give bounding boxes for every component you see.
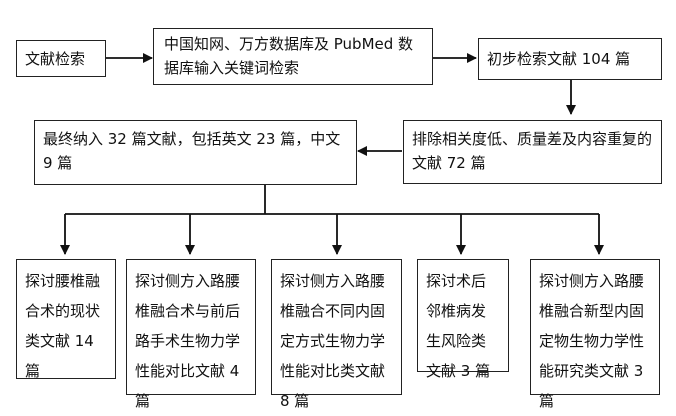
connector-arrows [60,53,604,255]
step-final: 最终纳入 32 篇文献，包括英文 23 篇，中文 9 篇 [34,120,357,185]
category-box-5: 探讨侧方入路腰椎融合新型内固定物生物力学性能研究类文献 3 篇 [530,259,660,410]
step-search: 文献检索 [16,40,106,77]
step-initial: 初步检索文献 104 篇 [478,38,662,80]
category-box-4: 探讨术后邻椎病发生风险类文献 3 篇 [417,259,509,380]
step-keywords: 中国知网、万方数据库及 PubMed 数据库输入关键词检索 [153,28,433,85]
category-box-3: 探讨侧方入路腰椎融合不同内固定方式生物力学性能对比类文献 8 篇 [271,259,402,410]
category-box-2: 探讨侧方入路腰椎融合术与前后路手术生物力学性能对比文献 4 篇 [126,259,256,410]
flowchart: { "steps": { "search": "文献检索", "keywords… [16,28,662,410]
step-exclude: 排除相关度低、质量差及内容重复的文献 72 篇 [403,120,662,184]
category-box-1: 探讨腰椎融合术的现状类文献 14 篇 [16,259,116,380]
